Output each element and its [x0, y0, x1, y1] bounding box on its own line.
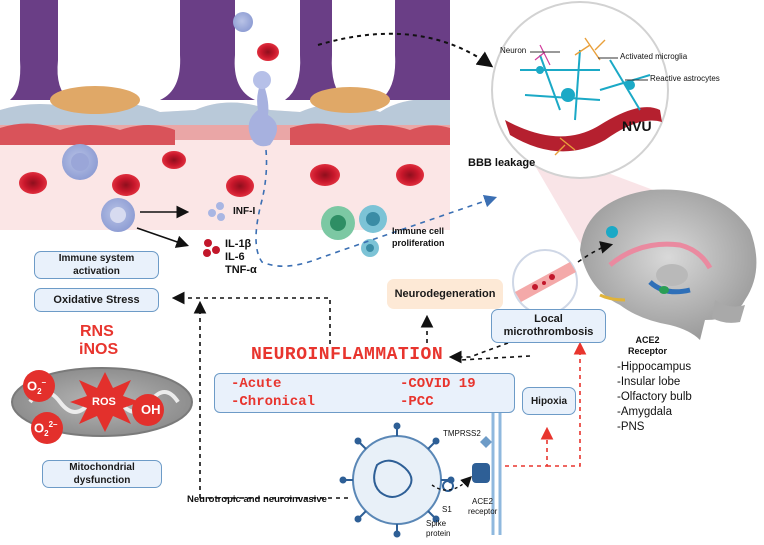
region-amygdala: -Amygdala	[617, 406, 672, 418]
label-inf-i: INF-I	[233, 206, 256, 217]
red-blood-cells	[19, 43, 424, 197]
label-ros: ROS	[92, 396, 116, 408]
label-il-6: IL-6	[225, 251, 245, 263]
label-spike: Spike	[426, 519, 447, 528]
region-pns: -PNS	[617, 421, 645, 433]
label-proliferation: proliferation	[392, 238, 445, 248]
label-o2-peroxide: O22–	[34, 420, 58, 438]
label-neurotropic: Neurotropic and neuroinvasive	[187, 494, 327, 505]
mitochondrion	[11, 367, 193, 444]
label-tmprss2: TMPRSS2	[443, 429, 481, 438]
brain-illustration	[580, 189, 757, 340]
label-il-1b: IL-1β	[225, 238, 252, 250]
immune-cell-cluster	[321, 205, 387, 257]
local-line1: Local	[534, 313, 563, 325]
region-insular-lobe: -Insular lobe	[617, 376, 681, 388]
label-rns: RNS	[80, 323, 114, 340]
label-immune-cell: Immune cell	[392, 226, 445, 236]
o2-peroxide-symbol: O	[34, 420, 45, 436]
label-o2-radical: O2–	[27, 378, 47, 396]
phase-acute: -Acute	[231, 376, 282, 392]
phase-box	[214, 373, 515, 413]
mito-line1: Mitochondrial	[69, 462, 135, 473]
immune-activation-line2: activation	[73, 266, 120, 277]
label-receptor: receptor	[468, 507, 498, 516]
bbb-tissue	[0, 0, 450, 230]
ace2-receptor-line1: ACE2	[635, 335, 660, 345]
ace2-receptor-line2: Receptor	[628, 346, 668, 356]
label-protein: protein	[426, 529, 451, 538]
label-ace2: ACE2	[472, 497, 493, 506]
label-reactive-astrocytes: Reactive astrocytes	[650, 74, 720, 83]
mito-line2: dysfunction	[73, 475, 131, 486]
region-olfactory-bulb: -Olfactory bulb	[617, 391, 692, 403]
white-blood-cells	[62, 12, 253, 232]
box-hipoxia: Hipoxia	[522, 387, 576, 415]
label-nvu: NVU	[622, 118, 652, 134]
region-hippocampus: -Hippocampus	[617, 361, 692, 373]
box-neurodegeneration: Neurodegeneration	[387, 279, 503, 309]
phase-pcc: -PCC	[400, 394, 434, 410]
cytokine-dots	[203, 202, 225, 257]
phase-covid: -COVID 19	[400, 376, 476, 392]
label-activated-microglia: Activated microglia	[620, 52, 688, 61]
box-immune-activation: Immune system activation	[34, 251, 159, 279]
local-line2: microthrombosis	[503, 326, 594, 338]
nvu-illustration	[491, 1, 680, 260]
microthrombosis-illustration	[512, 249, 578, 315]
label-oh: OH	[141, 402, 161, 417]
virus-illustration	[339, 422, 455, 538]
label-tnf-a: TNF-α	[225, 264, 257, 276]
label-inos: iNOS	[79, 341, 119, 358]
phase-chronical: -Chronical	[231, 394, 316, 410]
label-neuron: Neuron	[500, 46, 527, 55]
nvu-label-lines	[530, 51, 648, 81]
immune-activation-line1: Immune system	[58, 253, 135, 264]
box-oxidative-stress: Oxidative Stress	[34, 288, 159, 312]
o2-radical-symbol: O	[27, 378, 38, 394]
label-bbb-leakage: BBB leakage	[468, 157, 536, 169]
label-s1: S1	[442, 505, 452, 514]
label-neuroinflammation: NEUROINFLAMMATION	[251, 345, 444, 365]
cell-membrane	[472, 400, 502, 535]
box-mitochondrial-dysfunction: Mitochondrial dysfunction	[42, 460, 162, 488]
brain-region-list: -Hippocampus -Insular lobe -Olfactory bu…	[617, 360, 692, 435]
label-ace2-receptor: ACE2 Receptor	[628, 335, 667, 357]
